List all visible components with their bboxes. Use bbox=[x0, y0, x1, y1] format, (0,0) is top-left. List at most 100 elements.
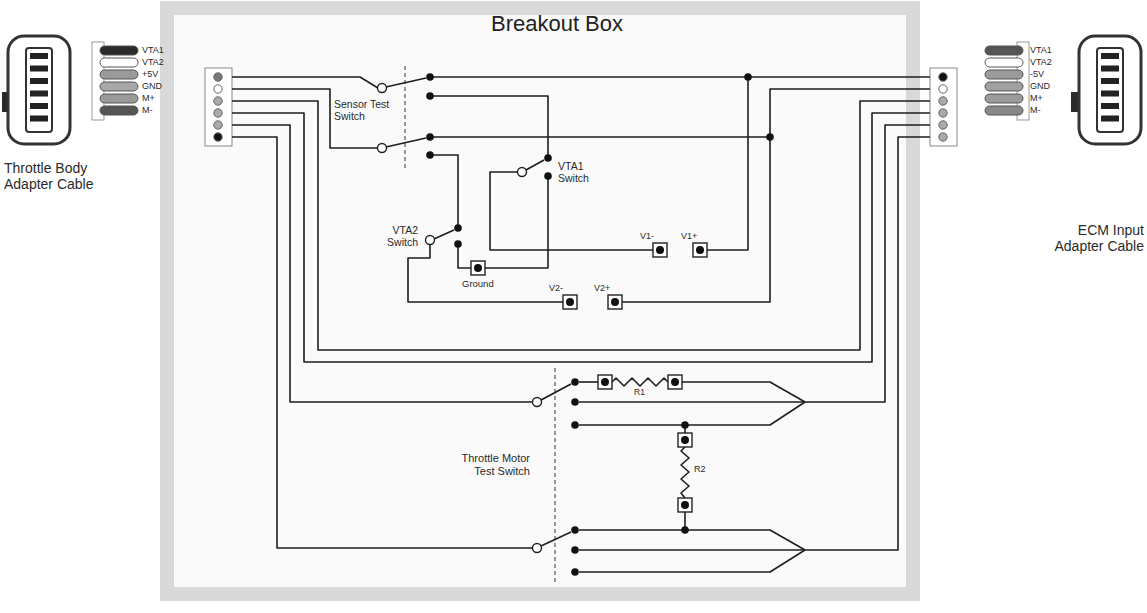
switch-contact bbox=[766, 133, 774, 141]
wire bbox=[232, 113, 930, 362]
wire bbox=[232, 137, 533, 548]
pin-name: -5V bbox=[1030, 70, 1044, 80]
connector-pin bbox=[30, 116, 48, 122]
switch-contact bbox=[571, 421, 579, 429]
wire bbox=[579, 530, 805, 550]
breakout-frame bbox=[167, 8, 913, 594]
switch-contact bbox=[571, 398, 579, 406]
pin-name: +5V bbox=[142, 70, 158, 80]
wire bbox=[579, 402, 805, 425]
connector-pin bbox=[1101, 103, 1119, 109]
terminal-pin bbox=[214, 85, 222, 93]
resistor-label: R2 bbox=[694, 465, 706, 475]
resistor-symbol bbox=[612, 378, 668, 386]
terminal-pin bbox=[214, 109, 222, 117]
terminal-pin bbox=[214, 73, 222, 81]
pin-name: M+ bbox=[1030, 94, 1043, 104]
wire bbox=[805, 125, 930, 402]
switch-pole bbox=[533, 544, 542, 553]
connector-pin bbox=[1101, 53, 1119, 59]
switch-pole bbox=[518, 168, 527, 177]
pin-lead bbox=[985, 70, 1023, 79]
terminal-pin bbox=[939, 109, 947, 117]
test-jack-pin bbox=[671, 378, 679, 386]
wire bbox=[458, 244, 471, 268]
switch-contact bbox=[571, 378, 579, 386]
terminal-block bbox=[930, 68, 957, 146]
pin-name: VTA1 bbox=[142, 46, 164, 56]
test-jack-pin bbox=[474, 264, 482, 272]
wire bbox=[579, 381, 598, 383]
switch-label: Throttle Motor Test Switch bbox=[448, 452, 530, 477]
terminal-pin bbox=[214, 133, 222, 141]
pin-lead bbox=[985, 82, 1023, 91]
resistor-label: R1 bbox=[634, 388, 645, 397]
terminal-pin bbox=[214, 121, 222, 129]
switch-contact bbox=[544, 154, 552, 162]
switch-label: VTA2 Switch bbox=[370, 224, 418, 248]
test-jack bbox=[653, 243, 667, 257]
switch-contact bbox=[681, 421, 689, 429]
switch-contact bbox=[426, 73, 434, 81]
pin-lead bbox=[100, 58, 138, 67]
switch-gang bbox=[405, 66, 406, 168]
pin-name: GND bbox=[1030, 82, 1050, 92]
pin-name: M- bbox=[142, 106, 153, 116]
test-jack bbox=[693, 243, 707, 257]
switch-contact bbox=[571, 546, 579, 554]
connector-pin bbox=[30, 91, 48, 97]
switch-contact bbox=[681, 526, 689, 534]
pin-lead bbox=[985, 46, 1023, 55]
test-jack-pin bbox=[681, 501, 689, 509]
wire bbox=[579, 550, 805, 572]
pin-lead bbox=[100, 46, 138, 55]
switch-contact bbox=[744, 73, 752, 81]
pin-name: M+ bbox=[142, 94, 155, 104]
connector-body bbox=[1079, 36, 1141, 144]
wire bbox=[430, 155, 458, 228]
test-jack bbox=[668, 375, 682, 389]
pin-lead bbox=[100, 82, 138, 91]
breakout-box: Breakout Box bbox=[160, 1, 920, 601]
terminal-pin bbox=[939, 73, 947, 81]
test-jack-pin bbox=[656, 246, 664, 254]
terminal-pin bbox=[939, 97, 947, 105]
pin-lead bbox=[100, 70, 138, 79]
connector-pin bbox=[30, 103, 48, 109]
switch-blade bbox=[526, 160, 544, 170]
connector-pin bbox=[1101, 66, 1119, 72]
connector-pin bbox=[30, 53, 48, 59]
connector-pin bbox=[1101, 116, 1119, 122]
switch-pole bbox=[378, 84, 387, 93]
switch-contact bbox=[571, 568, 579, 576]
jack-label: V1- bbox=[640, 232, 654, 242]
wire bbox=[579, 549, 805, 551]
wire bbox=[682, 382, 805, 402]
connector-body bbox=[8, 36, 70, 144]
resistor-symbol bbox=[681, 447, 689, 498]
test-jack-pin bbox=[681, 436, 689, 444]
switch-contact bbox=[426, 92, 434, 100]
jack-label: V2+ bbox=[594, 284, 610, 294]
switch-label: Sensor Test Switch bbox=[334, 98, 398, 122]
pin-name: GND bbox=[142, 82, 162, 92]
terminal-block bbox=[205, 68, 232, 146]
test-jack-pin bbox=[601, 378, 609, 386]
switch-blade bbox=[541, 532, 571, 546]
test-jack bbox=[563, 295, 577, 309]
switch-blade bbox=[386, 78, 426, 87]
terminal-pin bbox=[939, 121, 947, 129]
switch-pole bbox=[426, 236, 435, 245]
pin-name: M- bbox=[1030, 106, 1041, 116]
connector-pin bbox=[1101, 91, 1119, 97]
switch-blade bbox=[386, 138, 426, 147]
test-jack bbox=[608, 295, 622, 309]
pin-lead bbox=[100, 106, 138, 115]
test-jack-pin bbox=[611, 298, 619, 306]
test-jack bbox=[471, 261, 485, 275]
switch-contact bbox=[454, 240, 462, 248]
switch-contact bbox=[571, 526, 579, 534]
wire bbox=[485, 176, 548, 268]
pin-lead bbox=[985, 94, 1023, 103]
terminal-pin bbox=[214, 97, 222, 105]
